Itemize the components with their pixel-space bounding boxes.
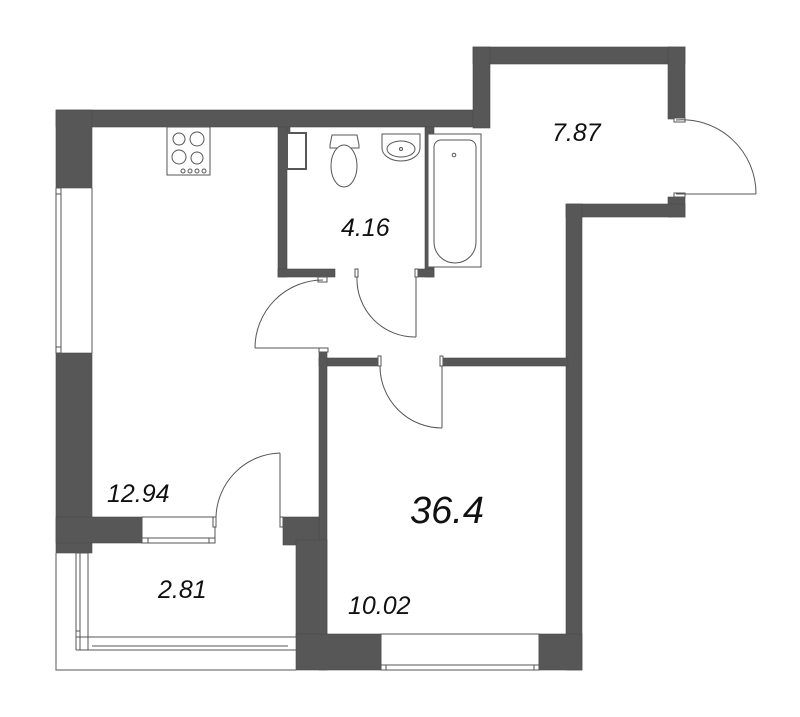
cooktop-icon: [166, 126, 211, 176]
room-area-bathroom: 4.16: [341, 214, 390, 242]
furniture: [166, 126, 482, 268]
room-area-hallway: 7.87: [552, 119, 601, 147]
sink-icon: [381, 133, 421, 162]
bathroom-door: [354, 268, 419, 338]
walls: [55, 46, 686, 671]
doors: [212, 117, 757, 528]
kitchen-door: [254, 276, 329, 353]
bathtub-icon: [427, 133, 482, 268]
windows: [55, 187, 540, 671]
balcony-door: [212, 452, 284, 528]
entrance-door: [673, 117, 757, 198]
bedroom-door: [377, 355, 444, 429]
toilet-icon: [329, 134, 360, 188]
room-area-kitchen: 12.94: [107, 480, 170, 508]
room-area-bedroom: 10.02: [348, 592, 411, 620]
balcony-outline: [55, 552, 296, 671]
room-area-balcony: 2.81: [158, 576, 207, 604]
total-area: 36.4: [410, 490, 484, 532]
